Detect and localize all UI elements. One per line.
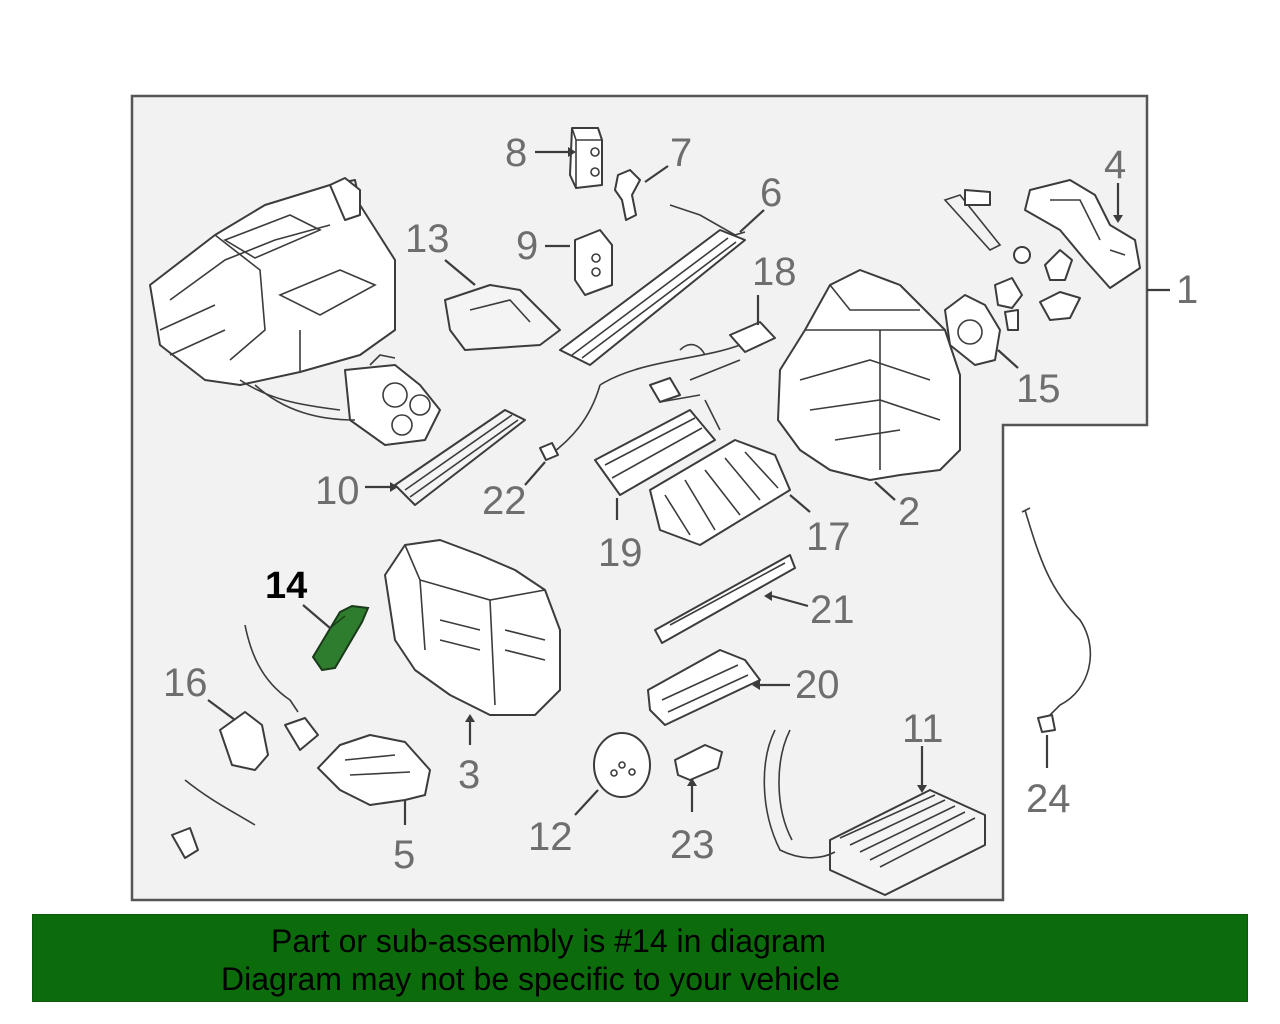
callout-7[interactable]: 7 xyxy=(670,131,692,175)
part-24-drain-hose xyxy=(1021,507,1092,733)
callout-13[interactable]: 13 xyxy=(405,217,450,261)
part-4-actuator-group xyxy=(943,179,1141,331)
callout-23[interactable]: 23 xyxy=(670,823,715,867)
callout-6[interactable]: 6 xyxy=(760,171,782,215)
part-17-core xyxy=(649,439,791,546)
callout-5[interactable]: 5 xyxy=(393,833,415,877)
info-banner: Part or sub-assembly is #14 in diagram D… xyxy=(32,914,1248,1002)
callout-21[interactable]: 21 xyxy=(810,588,855,632)
callout-4[interactable]: 4 xyxy=(1104,143,1126,187)
blower-housing-assembly xyxy=(149,177,441,446)
part-16-sensor xyxy=(171,624,319,859)
part-12-pulley xyxy=(593,732,651,798)
part-13-cover xyxy=(444,284,561,351)
part-9-gasket xyxy=(574,229,613,296)
callout-20[interactable]: 20 xyxy=(795,663,840,707)
callout-12[interactable]: 12 xyxy=(528,815,573,859)
callout-18[interactable]: 18 xyxy=(752,250,797,294)
callout-14[interactable]: 14 xyxy=(265,565,307,607)
banner-line-1: Part or sub-assembly is #14 in diagram xyxy=(271,923,826,959)
callout-16[interactable]: 16 xyxy=(163,661,208,705)
callout-8[interactable]: 8 xyxy=(505,131,527,175)
part-23-fitting xyxy=(674,744,723,781)
callout-11[interactable]: 11 xyxy=(902,707,944,751)
callout-24[interactable]: 24 xyxy=(1026,777,1071,821)
callout-10[interactable]: 10 xyxy=(315,469,360,513)
callout-9[interactable]: 9 xyxy=(516,224,538,268)
callout-1[interactable]: 1 xyxy=(1176,268,1198,312)
part-19-door xyxy=(594,409,716,496)
callout-19[interactable]: 19 xyxy=(598,531,643,575)
part-15-motor xyxy=(944,294,1001,366)
callout-15[interactable]: 15 xyxy=(1016,367,1061,411)
callout-17[interactable]: 17 xyxy=(806,515,851,559)
leader-14 xyxy=(302,604,331,629)
part-10-filter xyxy=(394,409,526,506)
part-2-heater-housing xyxy=(777,269,961,481)
part-3-case xyxy=(384,539,561,716)
part-5-duct xyxy=(317,734,431,806)
callout-3[interactable]: 3 xyxy=(458,753,480,797)
part-7-bracket xyxy=(614,169,641,221)
part-8-expansion-valve xyxy=(569,127,603,189)
banner-line-2: Diagram may not be specific to your vehi… xyxy=(221,961,840,997)
part-6-evaporator xyxy=(559,204,746,366)
callout-22[interactable]: 22 xyxy=(482,479,527,523)
part-22-clip xyxy=(539,442,559,461)
part-11-heater-core xyxy=(763,729,986,896)
part-14-highlighted[interactable] xyxy=(311,604,370,672)
part-21-door xyxy=(654,554,796,644)
callout-2[interactable]: 2 xyxy=(898,490,920,534)
